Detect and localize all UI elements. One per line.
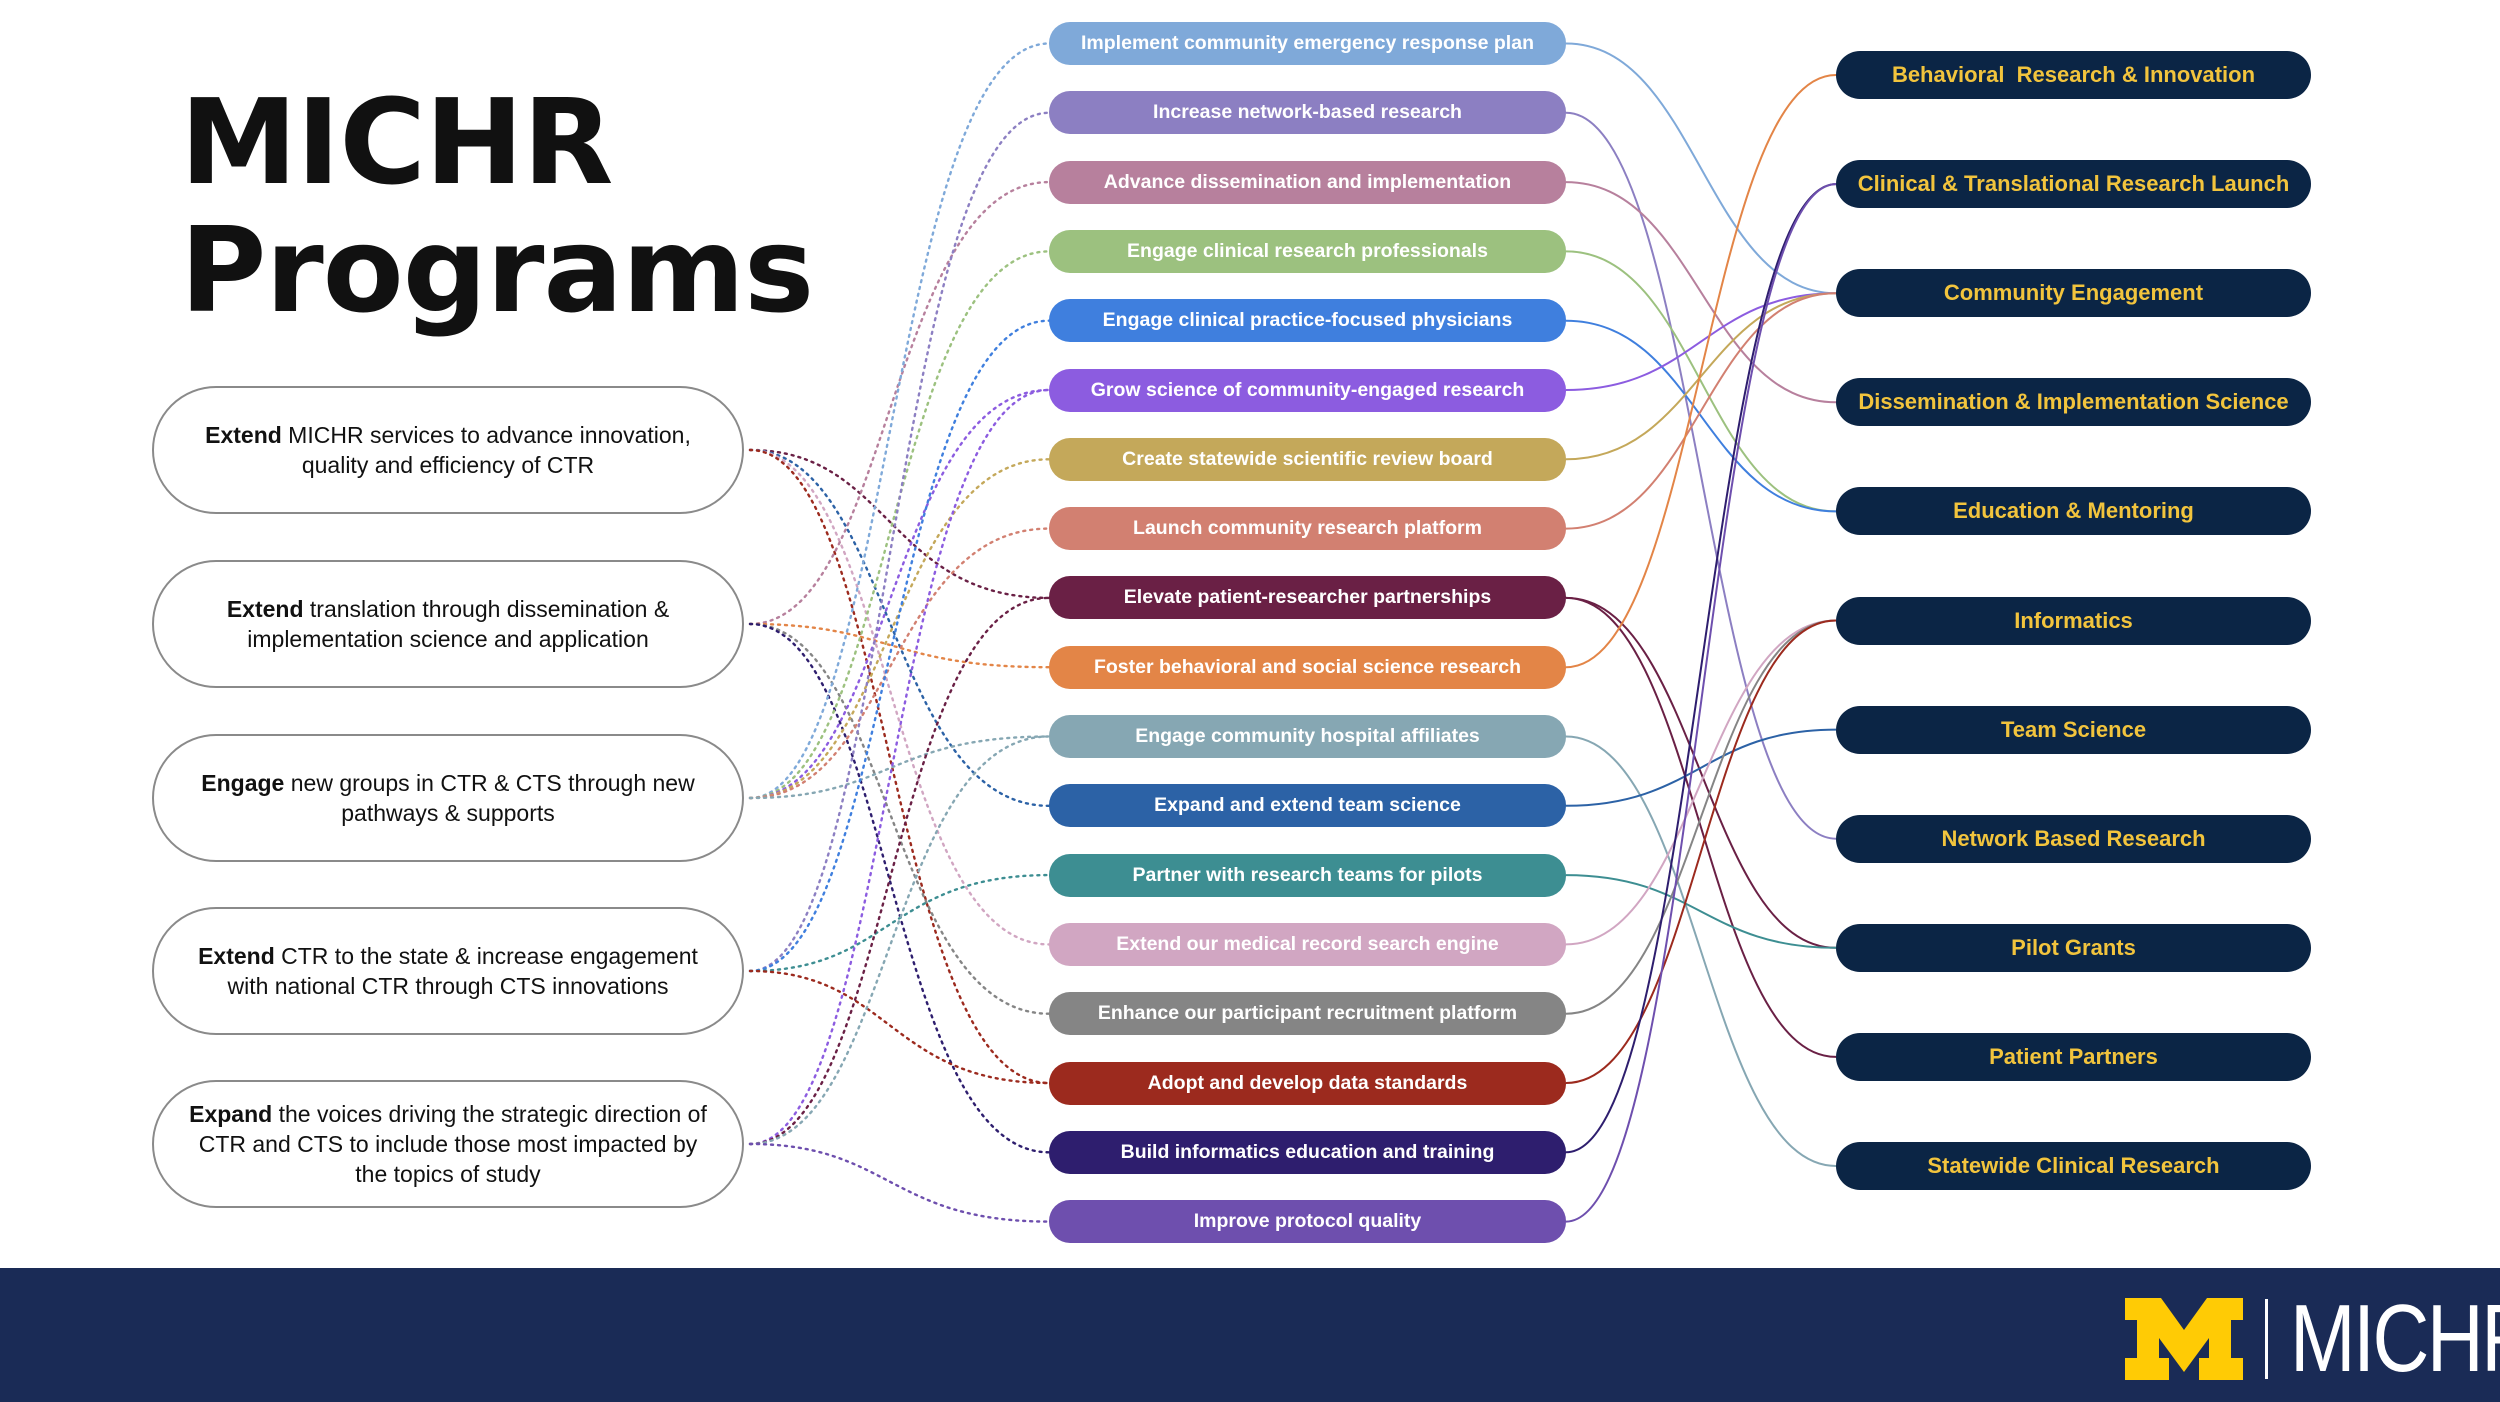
program-node: Team Science [1836, 705, 2311, 754]
goal-strategy-link [748, 448, 1051, 1085]
strategy-node: Elevate patient-researcher partnerships [1049, 576, 1566, 620]
goal-verb: Extend [198, 943, 275, 969]
program-node: Pilot Grants [1836, 923, 2311, 972]
strategy-node: Foster behavioral and social science res… [1049, 645, 1566, 689]
program-node: Dissemination & Implementation Science [1836, 378, 2311, 427]
strategy-program-link [1565, 619, 1837, 1084]
block-m-logo-icon [2125, 1298, 2243, 1380]
goal-node: Engage new groups in CTR & CTS through n… [152, 734, 744, 862]
strategy-program-link [1565, 596, 1837, 949]
program-node: Community Engagement [1836, 269, 2311, 318]
logo-wordmark: MICHR [2290, 1285, 2500, 1392]
strategy-node: Improve protocol quality [1049, 1200, 1566, 1244]
strategy-program-link [1565, 319, 1837, 513]
goal-text: Engage new groups in CTR & CTS through n… [188, 768, 708, 828]
goal-strategy-link [748, 1142, 1051, 1223]
goal-strategy-link [748, 873, 1051, 973]
goal-node: Extend CTR to the state & increase engag… [152, 907, 744, 1035]
title-line-2: Programs [180, 201, 814, 339]
goal-strategy-link [748, 735, 1051, 800]
title-line-1: MICHR [180, 73, 614, 211]
strategy-program-link [1565, 74, 1837, 669]
goal-strategy-link [748, 448, 1051, 600]
goal-strategy-link [748, 388, 1051, 1146]
goal-strategy-link [748, 527, 1051, 800]
program-node: Education & Mentoring [1836, 487, 2311, 536]
strategy-program-link [1565, 596, 1837, 1058]
goal-description: new groups in CTR & CTS through new path… [284, 770, 695, 826]
goal-strategy-link [748, 969, 1051, 1085]
page-title: MICHR Programs [180, 73, 814, 339]
goal-description: MICHR services to advance innovation, qu… [281, 422, 691, 478]
program-node: Informatics [1836, 596, 2311, 645]
strategy-program-link [1565, 250, 1837, 513]
footer-bar [0, 1268, 2500, 1402]
strategy-node: Expand and extend team science [1049, 784, 1566, 828]
goal-strategy-link [748, 622, 1051, 1015]
goal-node: Expand the voices driving the strategic … [152, 1080, 744, 1208]
program-node: Patient Partners [1836, 1032, 2311, 1081]
goal-verb: Extend [226, 596, 304, 622]
goal-description: the voices driving the strategic directi… [198, 1101, 707, 1187]
strategy-node: Enhance our participant recruitment plat… [1049, 992, 1566, 1036]
strategy-program-link [1565, 292, 1837, 461]
goal-node: Extend MICHR services to advance innovat… [152, 386, 744, 514]
strategy-program-link [1565, 874, 1837, 949]
strategy-node: Adopt and develop data standards [1049, 1061, 1566, 1105]
strategy-node: Engage clinical practice-focused physici… [1049, 299, 1566, 343]
strategy-program-link [1565, 181, 1837, 404]
strategy-program-link [1565, 619, 1837, 946]
strategy-program-link [1565, 183, 1837, 1154]
program-node: Network Based Research [1836, 814, 2311, 863]
strategy-node: Engage community hospital affiliates [1049, 715, 1566, 758]
michr-logo: MICHR [2125, 1285, 2500, 1392]
logo-divider [2265, 1299, 2268, 1379]
strategy-program-link [1565, 183, 1837, 1223]
goal-node: Extend translation through dissemination… [152, 560, 744, 688]
goal-strategy-link [748, 622, 1051, 1154]
goal-verb: Extend [205, 422, 282, 448]
strategy-program-link [1565, 292, 1837, 391]
goal-strategy-link [748, 388, 1051, 800]
strategy-program-link [1565, 728, 1837, 807]
strategy-node: Advance dissemination and implementation [1049, 160, 1566, 204]
goal-strategy-link [748, 622, 1051, 669]
goal-text: Extend MICHR services to advance innovat… [188, 420, 708, 480]
goal-strategy-link [748, 448, 1051, 807]
strategy-node: Extend our medical record search engine [1049, 922, 1566, 966]
goal-description: CTR to the state & increase engagement w… [227, 943, 698, 999]
strategy-program-link [1565, 42, 1837, 295]
strategy-program-link [1565, 735, 1837, 1167]
goal-text: Expand the voices driving the strategic … [188, 1099, 708, 1189]
goal-strategy-link [748, 596, 1051, 1146]
program-node: Statewide Clinical Research [1836, 1142, 2311, 1190]
strategy-node: Engage clinical research professionals [1049, 229, 1566, 273]
goal-strategy-link [748, 319, 1051, 973]
goal-strategy-link [748, 735, 1051, 1146]
program-node: Behavioral Research & Innovation [1836, 51, 2311, 99]
goal-text: Extend translation through dissemination… [188, 594, 708, 654]
strategy-node: Grow science of community-engaged resear… [1049, 368, 1566, 412]
strategy-node: Increase network-based research [1049, 91, 1566, 135]
strategy-program-link [1565, 619, 1837, 1015]
goal-strategy-link [748, 448, 1051, 946]
strategy-program-link [1565, 111, 1837, 840]
goal-verb: Engage [201, 770, 285, 796]
goal-verb: Expand [189, 1101, 273, 1127]
strategy-node: Build informatics education and training [1049, 1130, 1566, 1174]
strategy-node: Implement community emergency response p… [1049, 22, 1566, 65]
strategy-node: Partner with research teams for pilots [1049, 853, 1566, 897]
strategy-node: Launch community research platform [1049, 507, 1566, 551]
program-node: Clinical & Translational Research Launch [1836, 160, 2311, 209]
goal-description: translation through dissemination & impl… [247, 596, 670, 652]
strategy-program-link [1565, 292, 1837, 530]
goal-strategy-link [748, 458, 1051, 800]
strategy-node: Create statewide scientific review board [1049, 437, 1566, 481]
goal-text: Extend CTR to the state & increase engag… [188, 941, 708, 1001]
